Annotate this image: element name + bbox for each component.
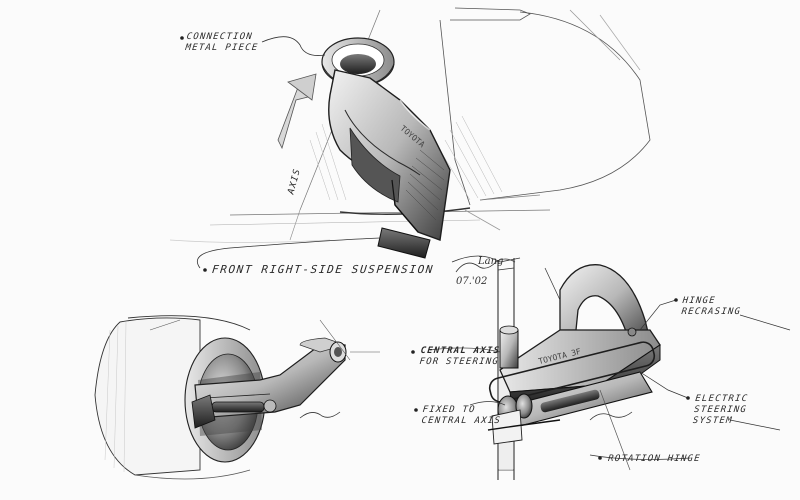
signature-scribbles [299, 258, 633, 421]
label-electric-steering-system: ELECTRIC STEERING SYSTEM [692, 394, 749, 426]
up-arrow-icon [277, 73, 317, 150]
label-front-suspension: FRONT RIGHT-SIDE SUSPENSION [211, 263, 435, 276]
bullet-fixed-axis [414, 408, 418, 412]
bullet-hinge [674, 298, 678, 302]
leader-lines-bottom-left [149, 319, 380, 361]
label-connection-metal-piece: CONNECTION METAL PIECE [184, 32, 259, 53]
bullet-rotation-hinge [598, 456, 602, 460]
bullet-electric [686, 396, 690, 400]
bullet-central-axis [411, 350, 415, 354]
signature-date: 07.'02 [456, 276, 488, 287]
steering-arm-assembly [487, 264, 661, 471]
label-rotation-hinge: ROTATION HINGE [607, 454, 702, 464]
body-shading [439, 115, 503, 201]
wheel-sketch [94, 315, 266, 480]
label-hinge: HINGE RECRASING [680, 296, 742, 317]
label-central-axis: CENTRAL AXIS FOR STEERING [418, 346, 501, 367]
bullet-connection [180, 36, 184, 40]
leader-lines-top [196, 36, 521, 269]
wheel-swing-arm [191, 337, 347, 429]
signature-name: Lang [478, 256, 504, 267]
top-shadow [309, 123, 347, 201]
label-fixed-to-central-axis: FIXED TO CENTRAL AXIS [420, 405, 502, 426]
leader-lines-bottom-right [429, 267, 791, 460]
front-suspension-arm [328, 69, 451, 259]
bullet-front-suspension [203, 268, 207, 272]
